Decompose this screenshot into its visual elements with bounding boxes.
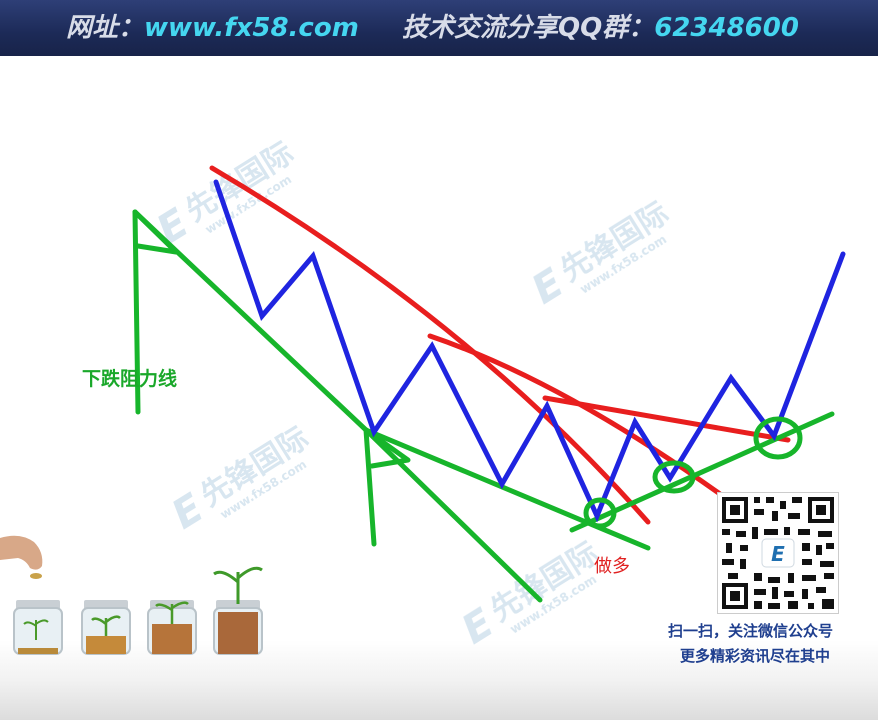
qr-logo-icon: E bbox=[761, 538, 795, 568]
downtrend-line bbox=[132, 209, 369, 433]
resistance-line-label: 下跌阻力线 bbox=[82, 368, 178, 390]
buy-signal-circles bbox=[583, 416, 803, 529]
qq-group: 技术交流分享QQ群：62348600 bbox=[402, 0, 799, 56]
watermark-1: 先锋国际 www.fx58.com E bbox=[149, 135, 300, 253]
site-url: www.fx58.com bbox=[144, 13, 359, 43]
signal-circle-2 bbox=[652, 460, 696, 494]
resistance-line-main bbox=[209, 165, 651, 525]
coin-jars-illustration bbox=[0, 535, 263, 655]
signal-circle-3 bbox=[753, 416, 803, 460]
buy-label: 做多 bbox=[594, 556, 630, 577]
price-path bbox=[213, 179, 846, 523]
lower-trend-line bbox=[363, 427, 543, 603]
qr-finder-patterns bbox=[722, 497, 834, 609]
qq-label: 技术交流分享QQ群： bbox=[402, 13, 655, 43]
qr-caption-line1: 扫一扫，关注微信公众号 bbox=[668, 622, 834, 640]
second-flag bbox=[363, 427, 411, 469]
site-address: 网址：www.fx58.com bbox=[66, 0, 359, 56]
qr-caption-line2: 更多精彩资讯尽在其中 bbox=[680, 647, 831, 665]
qr-code: E bbox=[717, 492, 839, 614]
signal-circle-1 bbox=[583, 497, 617, 529]
qq-number: 62348600 bbox=[654, 13, 799, 43]
left-vertical-line bbox=[132, 209, 141, 415]
second-vertical-line bbox=[363, 427, 377, 547]
jar-3-icon bbox=[147, 600, 197, 655]
header-banner: 网址：www.fx58.com 技术交流分享QQ群：62348600 bbox=[0, 0, 878, 56]
resistance-line-third bbox=[542, 395, 791, 443]
jar-2-icon bbox=[81, 600, 131, 655]
watermark-2: 先锋国际 www.fx58.com E bbox=[524, 195, 675, 313]
site-label: 网址： bbox=[66, 13, 145, 43]
jar-4-icon bbox=[213, 566, 263, 655]
svg-text:E: E bbox=[771, 542, 785, 566]
jar-1-icon bbox=[13, 600, 63, 655]
qr-modules bbox=[722, 497, 834, 609]
hand-icon bbox=[0, 535, 43, 579]
